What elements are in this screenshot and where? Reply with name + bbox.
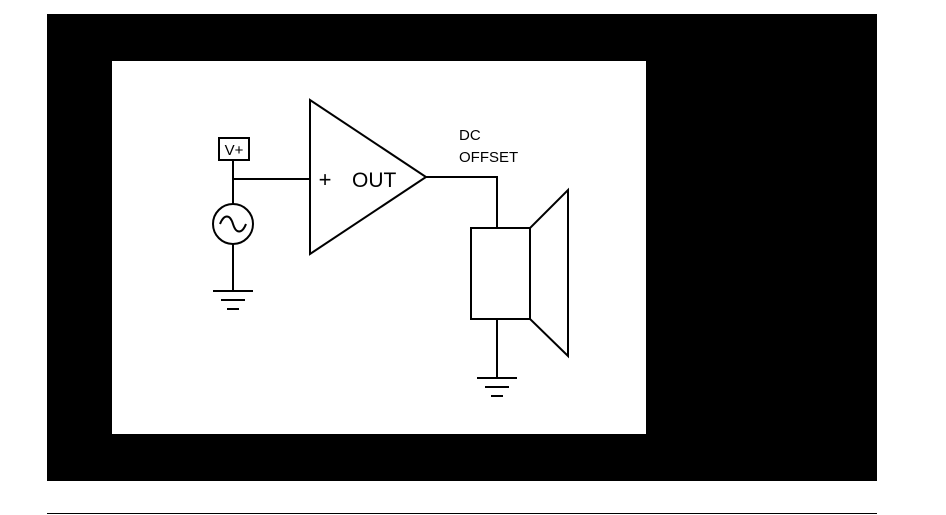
ground-icon xyxy=(477,377,517,397)
speaker-icon xyxy=(470,187,569,359)
annotation-offset: OFFSET xyxy=(459,149,518,166)
amp-output-label: OUT xyxy=(352,169,397,192)
bottom-rule xyxy=(47,513,877,514)
ground-icon xyxy=(213,290,253,310)
amp-input-label: + xyxy=(319,167,332,192)
supply-label: V+ xyxy=(225,142,244,159)
output-wire xyxy=(426,176,498,228)
annotation-dc: DC xyxy=(459,127,481,144)
ac-source-icon xyxy=(212,203,254,245)
amplifier-icon xyxy=(309,98,428,256)
schematic-panel: V+ + OUT DC OFFSET xyxy=(112,61,646,434)
circuit-schematic: V+ + OUT DC OFFSET xyxy=(212,98,569,397)
